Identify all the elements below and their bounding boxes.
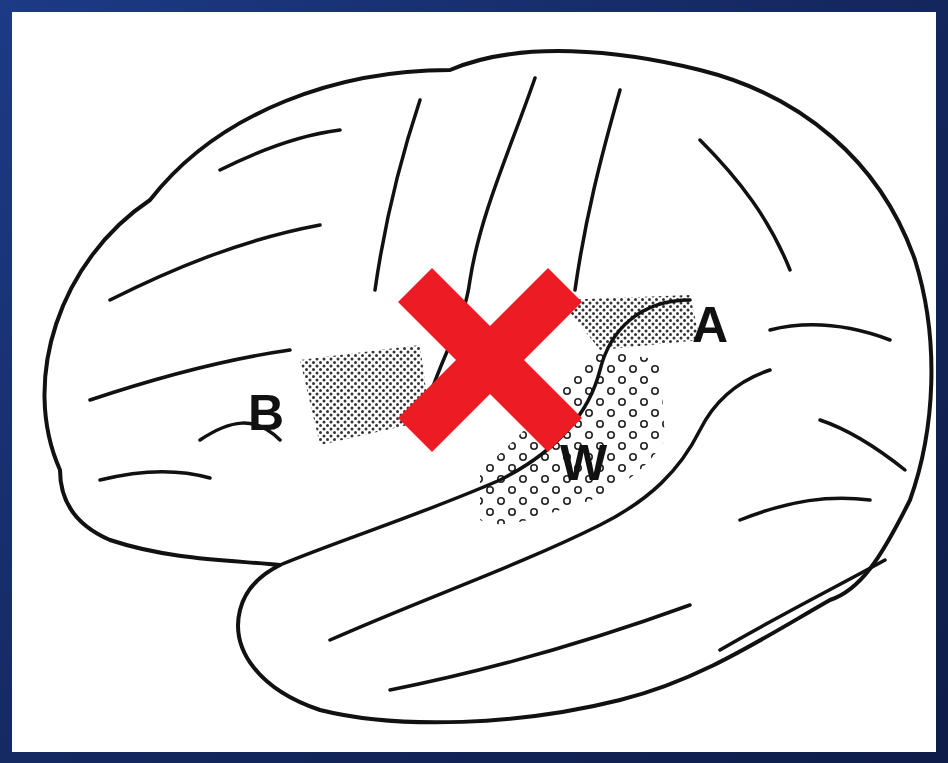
area-letter: W <box>560 438 607 488</box>
area-letter: A <box>692 300 728 350</box>
area-letter: B <box>248 388 284 438</box>
